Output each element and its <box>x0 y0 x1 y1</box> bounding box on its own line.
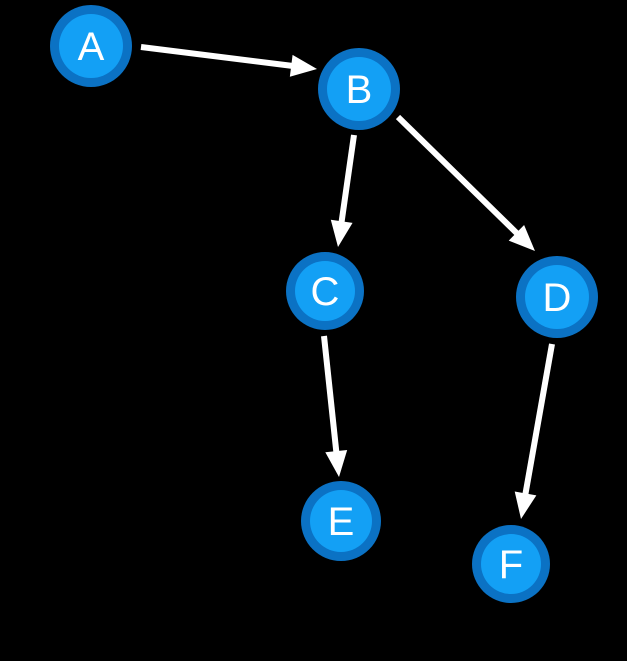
edge-c-e <box>321 335 348 477</box>
edge-line <box>140 44 294 69</box>
node-label: C <box>311 270 340 314</box>
node-label: B <box>346 68 373 112</box>
graph-node-b[interactable]: B <box>318 48 400 130</box>
edge-b-c <box>330 134 357 247</box>
node-label: E <box>328 500 355 544</box>
edges-layer <box>140 44 555 519</box>
node-fill <box>327 57 391 121</box>
edge-line <box>395 114 520 237</box>
edge-line <box>522 343 555 496</box>
nodes-layer: A B C D E F <box>50 5 598 603</box>
arrowhead-icon <box>325 449 348 477</box>
edge-d-f <box>514 343 555 519</box>
graph-node-a[interactable]: A <box>50 5 132 87</box>
arrowhead-icon <box>330 219 353 247</box>
edge-a-b <box>140 44 317 77</box>
graph-node-f[interactable]: F <box>472 525 550 603</box>
node-label: A <box>78 25 105 69</box>
node-fill <box>295 261 355 321</box>
node-fill <box>525 265 589 329</box>
edge-line <box>338 134 357 224</box>
arrowhead-icon <box>289 54 317 77</box>
node-label: F <box>499 543 523 587</box>
graph-node-c[interactable]: C <box>286 252 364 330</box>
arrowhead-icon <box>514 491 537 519</box>
node-fill <box>59 14 123 78</box>
node-fill <box>310 490 372 552</box>
node-label: D <box>543 276 572 320</box>
edge-line <box>321 335 340 454</box>
graph-node-e[interactable]: E <box>301 481 381 561</box>
node-fill <box>481 534 541 594</box>
edge-b-d <box>395 114 535 251</box>
graph-node-d[interactable]: D <box>516 256 598 338</box>
arrowhead-icon <box>508 224 535 251</box>
